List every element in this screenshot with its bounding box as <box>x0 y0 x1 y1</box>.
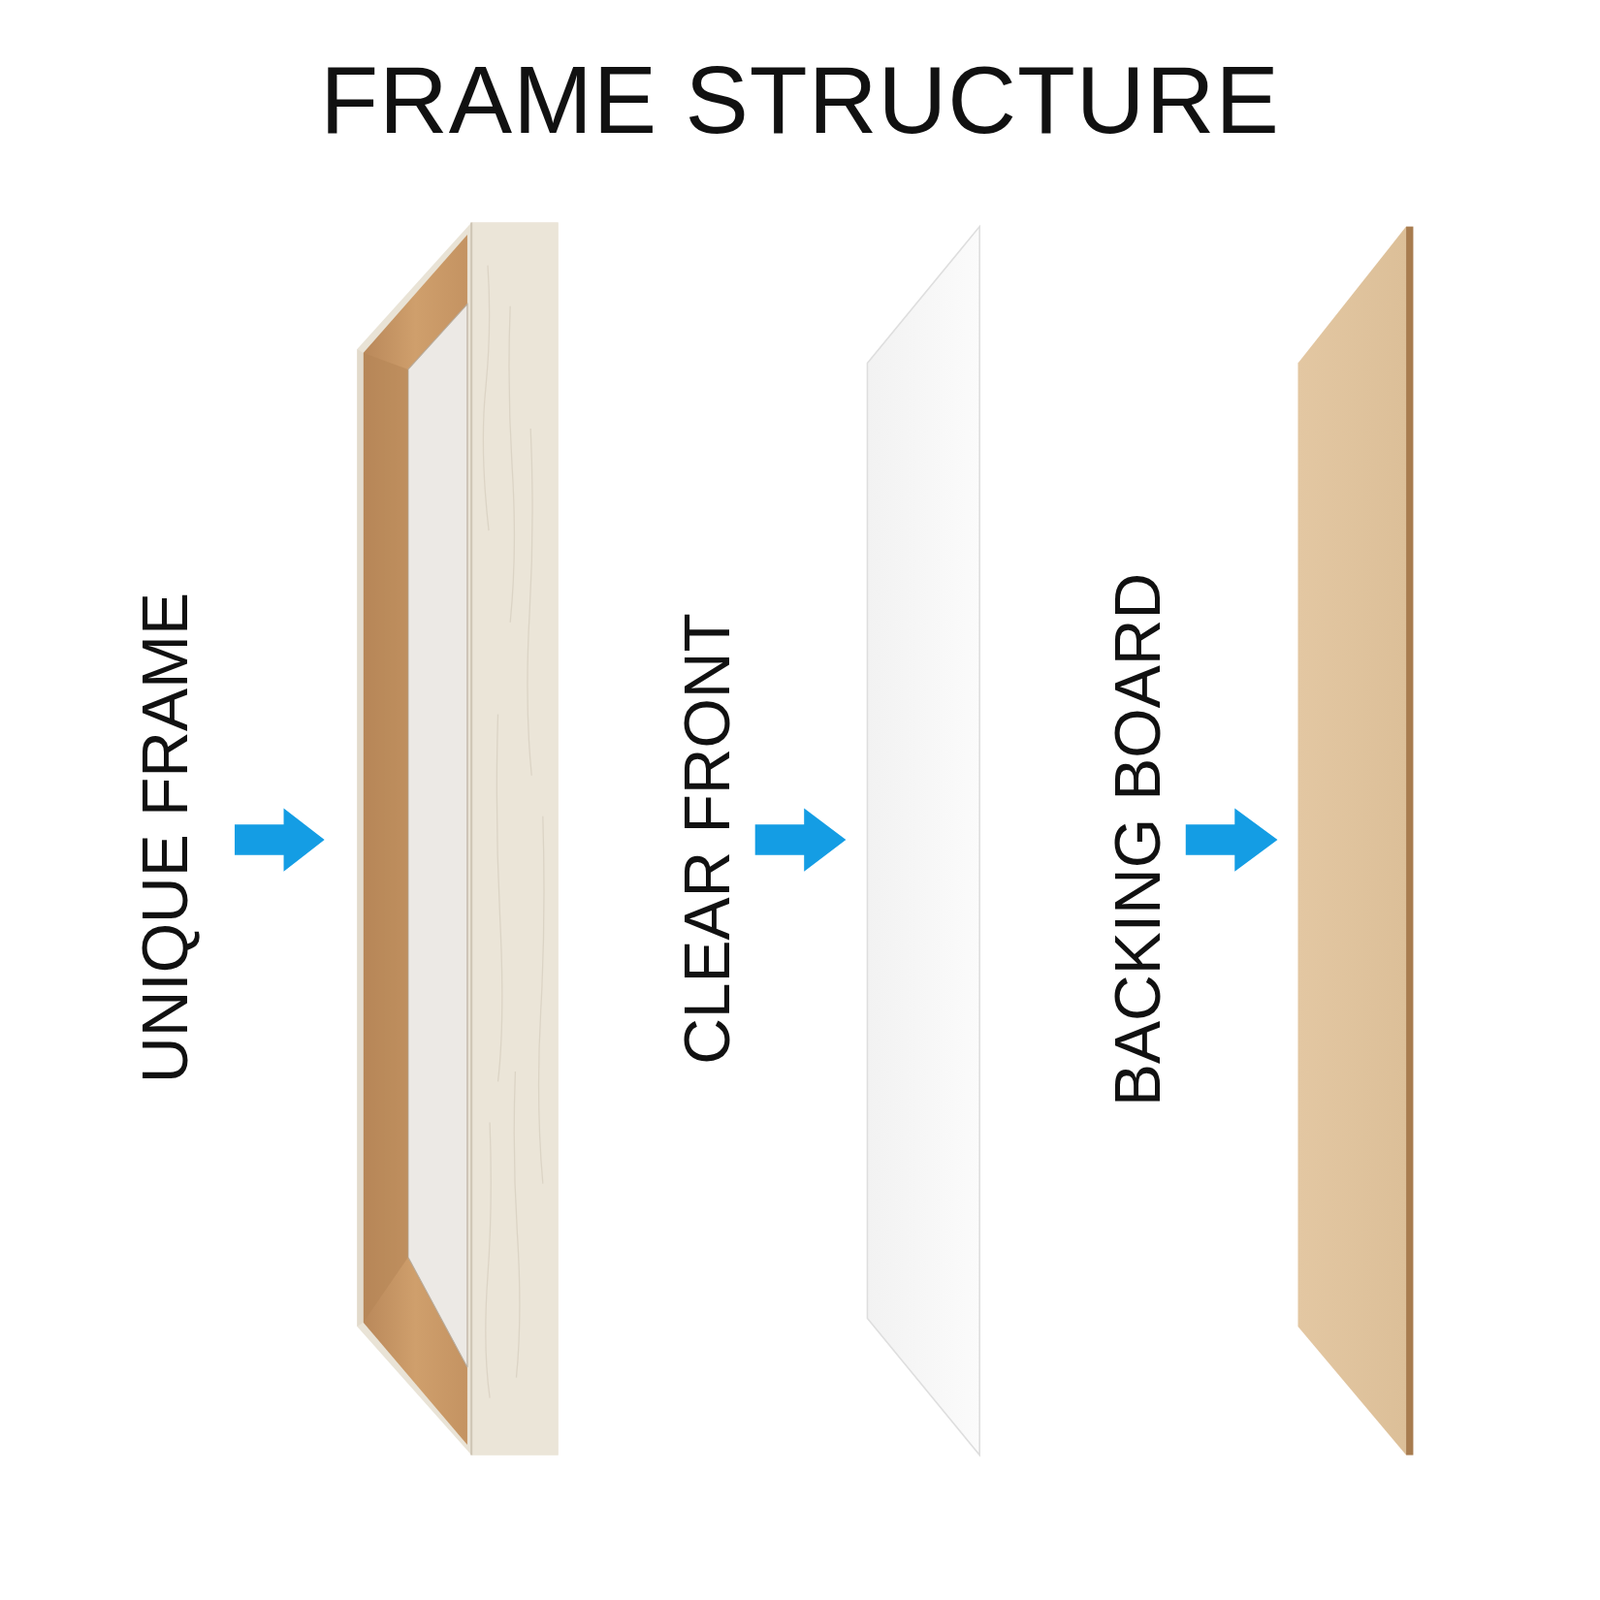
part-label: BACKING BOARD <box>1105 573 1170 1107</box>
part-label: CLEAR FRONT <box>674 612 739 1065</box>
blue-arrow <box>1185 807 1279 871</box>
frame-edge <box>356 349 363 1327</box>
frame-edge-line <box>470 222 473 1455</box>
frame-part <box>356 222 558 1455</box>
blue-arrow <box>234 807 325 871</box>
blue-arrow <box>755 807 847 871</box>
frame-outline <box>356 222 558 1455</box>
frame-front-face <box>471 222 558 1455</box>
frame-inner-wood <box>363 234 468 1445</box>
frame-inner-shade <box>363 352 409 1323</box>
backing-board-face <box>1298 226 1408 1456</box>
diagram-title: FRAME STRUCTURE <box>320 52 1280 148</box>
clear-front-part <box>866 226 980 1456</box>
backing-board-edge <box>1406 226 1413 1456</box>
backing-board-part <box>1298 226 1414 1456</box>
clear-sheet <box>866 226 980 1456</box>
part-label: UNIQUE FRAME <box>132 592 197 1084</box>
frame-opening <box>408 304 468 1368</box>
